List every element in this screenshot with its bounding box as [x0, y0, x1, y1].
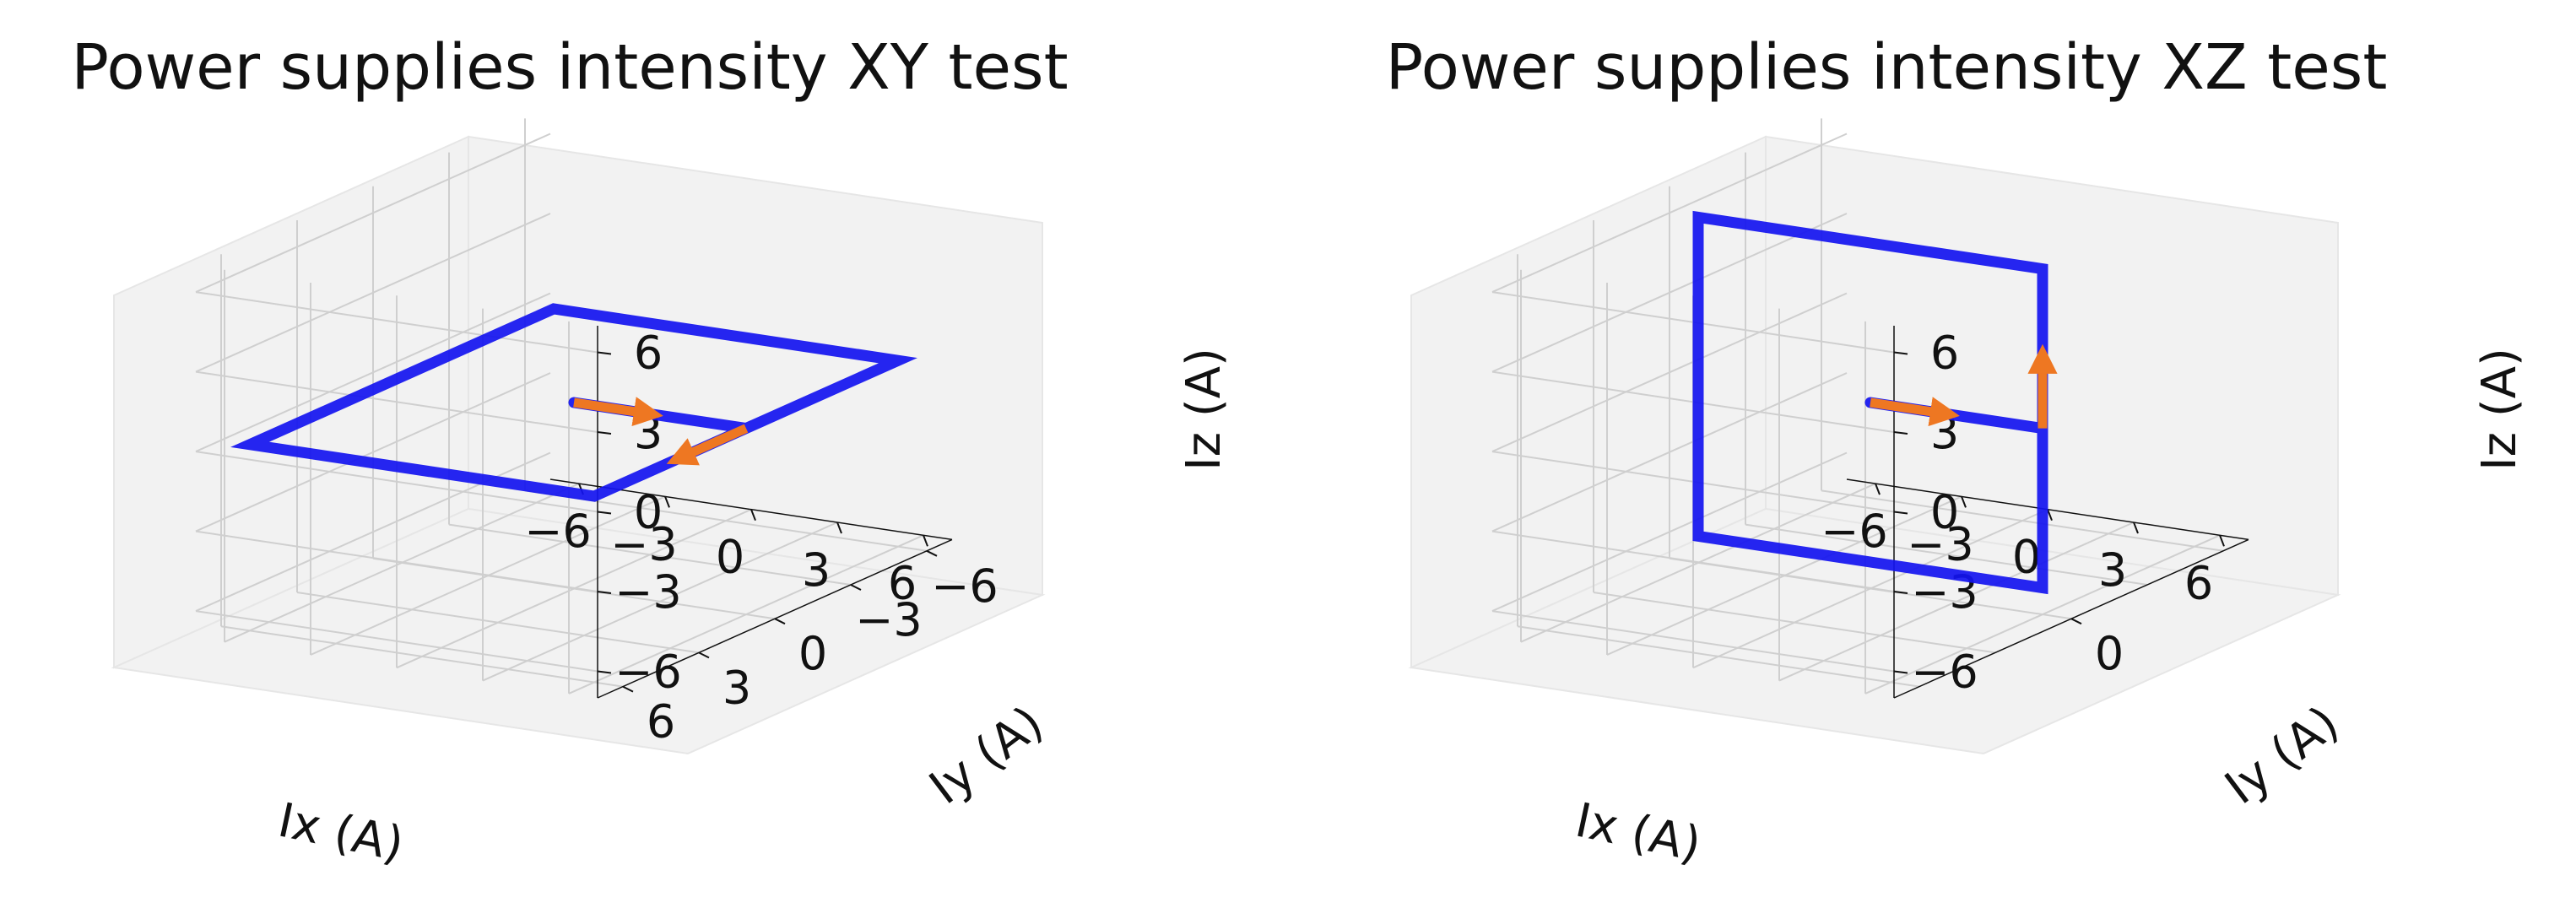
y-axis-label-xz: Iy (A)	[2216, 695, 2349, 815]
z-tick-label: 0	[634, 486, 663, 539]
chart-title-xz: Power supplies intensity XZ test	[1386, 31, 2388, 104]
grid-line	[1491, 610, 1895, 673]
z-tick-label: 6	[634, 327, 663, 380]
z-tick-mark	[597, 670, 612, 674]
grid-xy	[195, 118, 928, 695]
z-axis-label-xz: Iz (A)	[2472, 348, 2527, 471]
x-tick-mark	[2133, 522, 2139, 534]
z-tick-label: −6	[1911, 646, 1978, 699]
x-tick-label: −6	[524, 505, 592, 558]
y-tick-mark	[698, 651, 710, 659]
x-tick-label: −3	[1907, 517, 1974, 570]
direction-arrow	[666, 424, 749, 466]
x-tick-label: −3	[610, 517, 678, 570]
z-tick-mark	[1893, 511, 1908, 515]
z-axis-label-xy: Iz (A)	[1177, 348, 1231, 471]
x-tick-label: 6	[888, 556, 917, 609]
grid-line	[195, 451, 598, 513]
grid-line	[1593, 592, 1996, 654]
x-tick-mark	[923, 534, 928, 547]
y-tick-mark	[622, 685, 634, 693]
grid-line	[1491, 451, 1848, 613]
grid-line	[1491, 132, 1848, 294]
grid-line	[220, 625, 624, 688]
grid-line	[195, 530, 598, 592]
z-tick-mark	[597, 431, 612, 435]
x-tick-mark	[664, 496, 670, 508]
grid-line	[195, 213, 551, 373]
panes-xy	[111, 135, 1046, 755]
grid-line	[195, 291, 598, 354]
z-tick-mark	[597, 591, 612, 594]
y-tick-mark	[850, 584, 862, 591]
grid-line	[1491, 372, 1848, 532]
x-tick-label: 3	[802, 543, 831, 597]
x-tick-mark	[1961, 496, 1967, 508]
z-tick-mark	[597, 351, 612, 355]
y-axis-label-xy: Iy (A)	[920, 695, 1053, 815]
pane-floor-xy	[111, 507, 1046, 755]
grid-line	[195, 292, 551, 453]
z-tick-mark	[1893, 431, 1908, 435]
y-tick-mark	[926, 549, 938, 557]
pane-floor-xz	[1408, 507, 2341, 755]
grid-line	[448, 523, 852, 586]
z-tick-label: −3	[614, 565, 682, 619]
y-tick-label: −6	[931, 559, 998, 613]
x-tick-mark	[2219, 534, 2225, 547]
x-tick-label: 3	[2098, 543, 2127, 597]
direction-arrow	[573, 397, 663, 427]
grid-line	[1745, 523, 2148, 586]
grid-line	[296, 592, 700, 654]
z-tick-mark	[1893, 591, 1908, 594]
chart-title-xy: Power supplies intensity XY test	[71, 31, 1068, 104]
x-tick-label: −6	[1821, 505, 1888, 558]
grid-line	[1491, 213, 1848, 373]
z-tick-mark	[1893, 351, 1908, 355]
x-axis-label-xz: Ix (A)	[1571, 793, 1706, 873]
x-tick-mark	[836, 522, 842, 534]
x-tick-mark	[2047, 509, 2053, 522]
panes-xz	[1408, 135, 2341, 755]
y-tick-label: −3	[855, 593, 923, 646]
y-tick-label: 3	[722, 661, 751, 714]
z-tick-mark	[597, 511, 612, 515]
z-tick-label: 6	[1930, 327, 1959, 380]
grid-line	[195, 370, 598, 433]
grid-line	[195, 372, 551, 532]
x-tick-label: 0	[2012, 531, 2041, 584]
grid-xz	[1491, 118, 2224, 695]
x-tick-mark	[750, 509, 756, 522]
x-axis-label-xy: Ix (A)	[273, 793, 409, 873]
series-xy	[230, 303, 917, 502]
y-tick-label: 0	[798, 627, 827, 680]
grid-line	[1517, 625, 1920, 688]
y-tick-mark	[2070, 618, 2082, 625]
grid-line	[195, 132, 551, 294]
grid-line	[1821, 489, 2224, 552]
x-tick-label: 6	[2184, 556, 2213, 609]
y-tick-label: 0	[2095, 627, 2124, 680]
x-tick-mark	[1875, 483, 1881, 495]
y-tick-mark	[774, 618, 786, 625]
x-tick-label: 0	[716, 531, 744, 584]
grid-line	[1491, 530, 1895, 592]
z-tick-label: −6	[614, 646, 682, 699]
direction-arrow	[1870, 397, 1960, 427]
z-tick-mark	[1893, 670, 1908, 674]
grid-line	[195, 610, 598, 673]
series-xz	[1692, 210, 2058, 595]
z-tick-label: 0	[1930, 486, 1959, 539]
y-tick-label: 6	[647, 695, 675, 749]
grid-line	[1491, 292, 1848, 453]
